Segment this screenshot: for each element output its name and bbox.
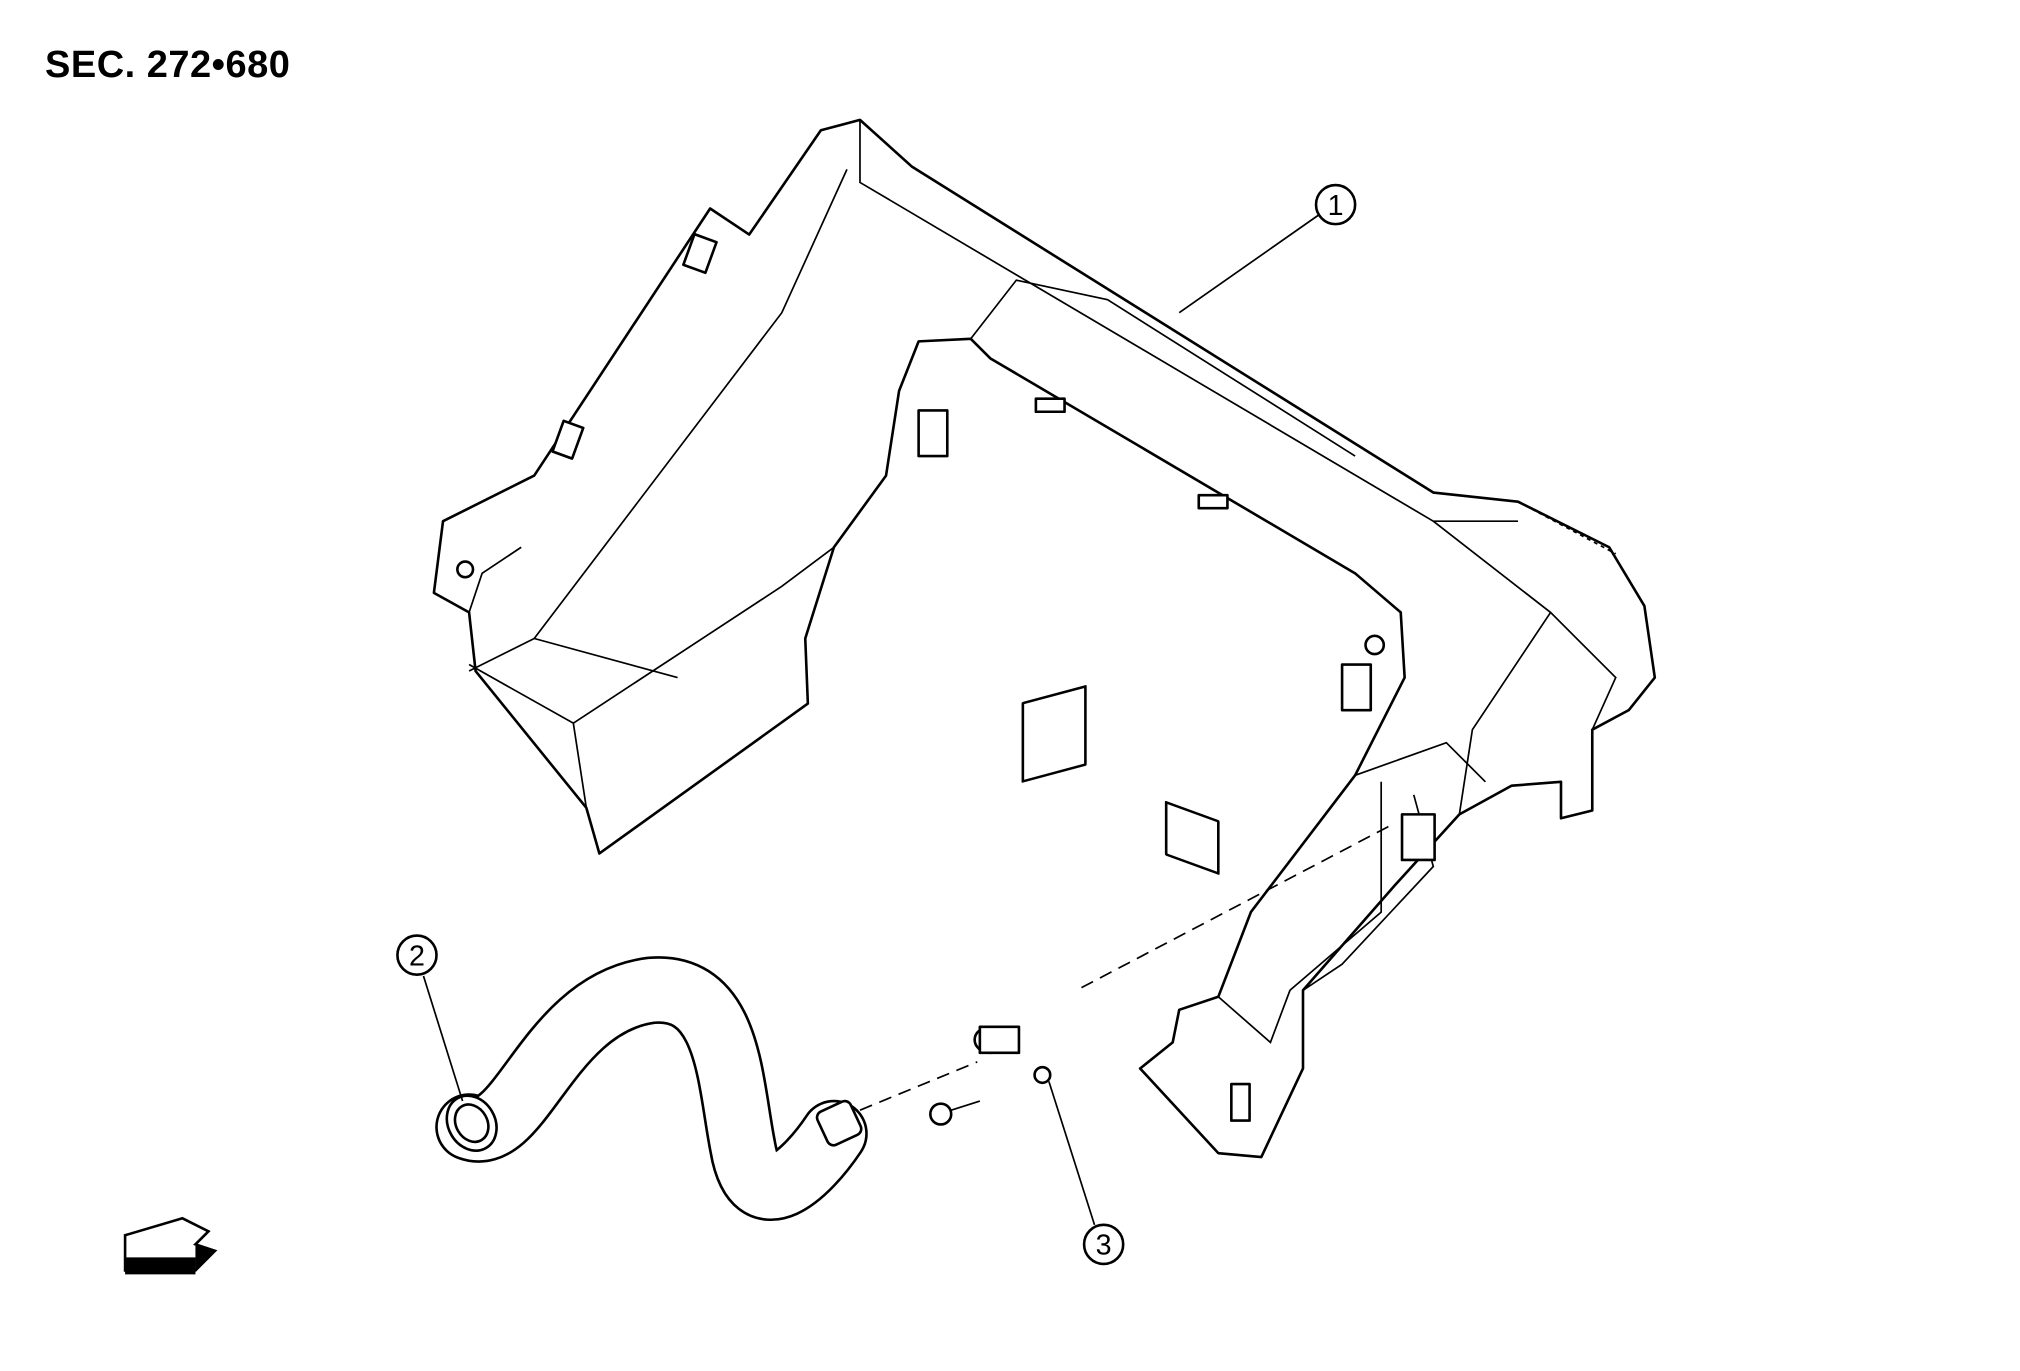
svg-text:2: 2: [409, 940, 425, 972]
assembly-line: [1081, 822, 1395, 989]
screw-part: [929, 1100, 981, 1126]
callout-2: 2: [396, 934, 438, 976]
svg-text:3: 3: [1096, 1230, 1112, 1262]
sensor-part: [973, 685, 1087, 1085]
callout-3: 3: [1082, 1223, 1125, 1266]
hose-part: [435, 956, 868, 1221]
front-direction-arrow-icon: [123, 1216, 218, 1275]
section-label: SEC. 272•680: [45, 44, 291, 86]
svg-text:1: 1: [1328, 190, 1344, 222]
callout-1: 1: [1314, 183, 1357, 226]
bracket-part: [432, 118, 1657, 1159]
assembly-line: [859, 1061, 978, 1111]
